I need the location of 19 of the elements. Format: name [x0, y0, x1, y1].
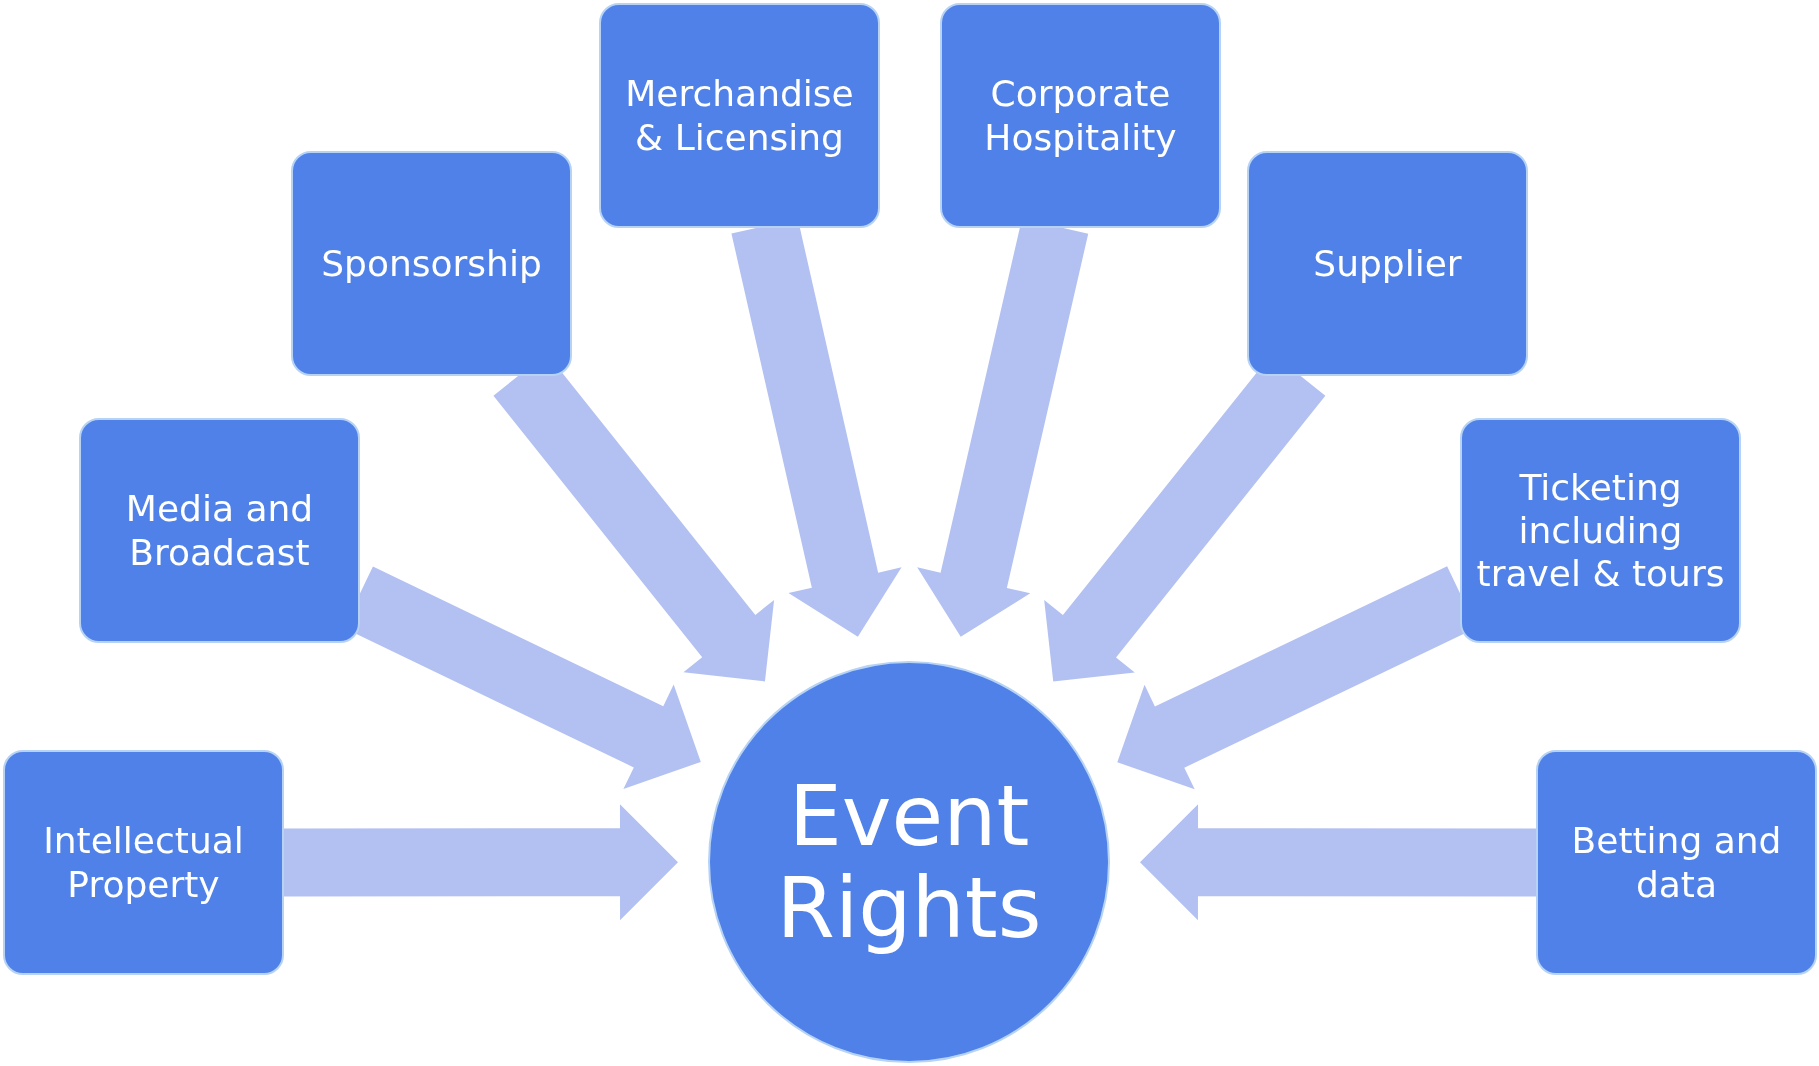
- node-label: Media and Broadcast: [124, 487, 315, 574]
- node-label: Sponsorship: [320, 241, 543, 286]
- category-box: [940, 3, 1221, 228]
- category-box: [1247, 151, 1528, 376]
- category-box: [1460, 418, 1741, 643]
- block-arrow: [282, 804, 678, 921]
- node-label: Corporate Hospitality: [983, 72, 1178, 159]
- node-label: Ticketing including travel & tours: [1475, 465, 1726, 596]
- node-label: Merchandise & Licensing: [624, 72, 855, 159]
- category-box: [599, 3, 880, 228]
- node-label: Intellectual Property: [42, 819, 245, 906]
- category-box: [291, 151, 572, 376]
- block-arrow: [1140, 804, 1538, 921]
- node-label: Event Rights: [775, 769, 1043, 955]
- node-label: Betting and data: [1570, 819, 1783, 906]
- category-box: [3, 750, 284, 975]
- category-box: [79, 418, 360, 643]
- category-box: [1536, 750, 1817, 975]
- node-label: Supplier: [1312, 241, 1463, 286]
